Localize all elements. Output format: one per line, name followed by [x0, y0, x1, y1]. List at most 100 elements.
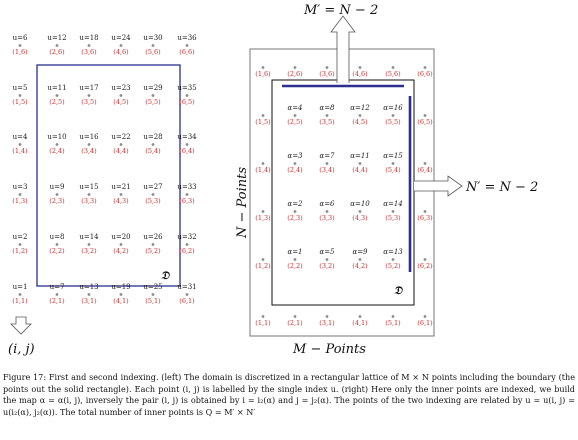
u-index-label: u=6 — [13, 34, 28, 42]
n-points-label: N − Points — [235, 167, 250, 239]
alpha-index-label: α=8 — [319, 104, 335, 112]
lattice-point — [293, 66, 297, 69]
u-index-label: u=10 — [47, 133, 66, 141]
lattice-point — [423, 258, 427, 261]
lattice-point — [293, 210, 297, 213]
u-index-label: u=33 — [177, 183, 196, 191]
lattice-figure: u=6(1,6)u=12(2,6)u=18(3,6)u=24(4,6)u=30(… — [8, 3, 538, 357]
u-index-label: u=30 — [143, 34, 162, 42]
lattice-point — [325, 162, 329, 165]
lattice-point — [55, 44, 59, 47]
coord-label: (1,1) — [255, 319, 271, 327]
coord-label: (4,5) — [113, 98, 129, 106]
alpha-index-label: α=7 — [319, 152, 335, 160]
coord-label: (5,2) — [145, 247, 161, 255]
u-index-label: u=16 — [79, 133, 99, 141]
u-index-label: u=13 — [79, 283, 98, 291]
coord-label: (5,3) — [145, 197, 161, 205]
lattice-point — [185, 94, 189, 97]
u-index-label: u=36 — [177, 34, 197, 42]
coord-label: (2,2) — [287, 262, 303, 270]
lattice-point — [358, 210, 362, 213]
pair-label: (i, j) — [8, 342, 35, 357]
lattice-point — [18, 193, 22, 196]
lattice-point — [391, 210, 395, 213]
lattice-point — [261, 258, 265, 261]
u-index-label: u=2 — [13, 233, 28, 241]
lattice-point — [261, 210, 265, 213]
coord-label: (3,6) — [319, 70, 335, 78]
coord-label: (5,1) — [385, 319, 401, 327]
u-index-label: u=23 — [111, 84, 130, 92]
coord-label: (6,3) — [179, 197, 195, 205]
lattice-point — [55, 293, 59, 296]
coord-label: (4,5) — [352, 118, 368, 126]
coord-label: (3,3) — [81, 197, 97, 205]
coord-label: (5,5) — [145, 98, 161, 106]
lattice-point — [391, 162, 395, 165]
coord-label: (6,6) — [417, 70, 433, 78]
coord-label: (3,4) — [81, 147, 97, 155]
coord-label: (1,5) — [255, 118, 271, 126]
coord-label: (1,2) — [255, 262, 271, 270]
u-index-label: u=9 — [50, 183, 65, 191]
u-index-label: u=15 — [79, 183, 98, 191]
lattice-point — [391, 66, 395, 69]
coord-label: (6,4) — [417, 166, 433, 174]
lattice-point — [185, 193, 189, 196]
lattice-point — [119, 243, 123, 246]
coord-label: (3,2) — [81, 247, 97, 255]
u-index-label: u=18 — [79, 34, 98, 42]
alpha-index-label: α=11 — [350, 152, 370, 160]
coord-label: (3,3) — [319, 214, 335, 222]
lattice-point — [358, 315, 362, 318]
coord-label: (1,4) — [255, 166, 271, 174]
coord-label: (2,1) — [287, 319, 303, 327]
coord-label: (6,5) — [417, 118, 433, 126]
u-index-label: u=19 — [111, 283, 130, 291]
lattice-point — [55, 193, 59, 196]
lattice-point — [391, 258, 395, 261]
coord-label: (4,3) — [113, 197, 129, 205]
coord-label: (6,1) — [417, 319, 433, 327]
coord-label: (4,2) — [352, 262, 368, 270]
right-lattice-points: (1,6)(2,6)(3,6)(4,6)(5,6)(6,6)(1,5)α=4(2… — [255, 66, 433, 327]
coord-label: (4,4) — [113, 147, 129, 155]
u-index-label: u=11 — [47, 84, 66, 92]
lattice-point — [151, 94, 155, 97]
coord-label: (1,5) — [12, 98, 28, 106]
u-index-label: u=32 — [177, 233, 196, 241]
lattice-point — [18, 293, 22, 296]
coord-label: (3,1) — [81, 297, 97, 305]
coord-label: (1,6) — [255, 70, 271, 78]
n-prime-label: N′ = N − 2 — [465, 180, 538, 195]
u-index-label: u=7 — [50, 283, 65, 291]
coord-label: (3,5) — [319, 118, 335, 126]
u-index-label: u=8 — [50, 233, 65, 241]
lattice-point — [293, 258, 297, 261]
lattice-point — [151, 143, 155, 146]
coord-label: (6,2) — [417, 262, 433, 270]
alpha-index-label: α=9 — [352, 248, 368, 256]
coord-label: (6,6) — [179, 48, 195, 56]
outer-frame — [249, 48, 435, 337]
lattice-point — [391, 315, 395, 318]
lattice-point — [119, 94, 123, 97]
coord-label: (1,3) — [12, 197, 28, 205]
alpha-index-label: α=15 — [383, 152, 403, 160]
m-points-label: M − Points — [292, 342, 366, 357]
lattice-point — [151, 193, 155, 196]
coord-label: (2,4) — [287, 166, 303, 174]
lattice-point — [119, 193, 123, 196]
coord-label: (6,4) — [179, 147, 195, 155]
lattice-point — [87, 293, 91, 296]
m-prime-label: M′ = N − 2 — [303, 3, 378, 18]
lattice-point — [185, 143, 189, 146]
coord-label: (2,5) — [49, 98, 65, 106]
u-index-label: u=27 — [143, 183, 162, 191]
u-index-label: u=29 — [143, 84, 162, 92]
lattice-point — [423, 162, 427, 165]
coord-label: (1,1) — [12, 297, 28, 305]
alpha-index-label: α=10 — [350, 200, 370, 208]
lattice-point — [55, 143, 59, 146]
